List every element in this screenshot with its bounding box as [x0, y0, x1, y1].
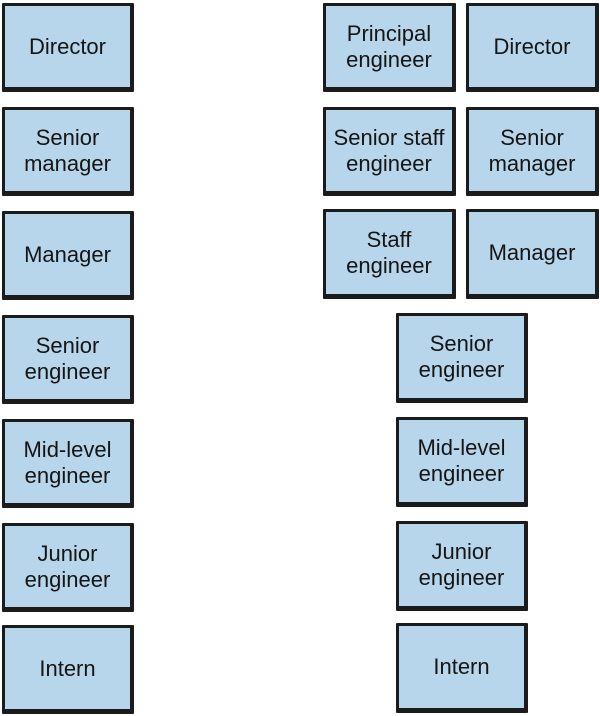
right-ic-senior-staff-engineer: Senior staff engineer	[323, 107, 456, 196]
right-shared-intern: Intern	[396, 623, 528, 713]
right-shared-senior-engineer: Senior engineer	[396, 313, 528, 403]
box-label: Intern	[433, 654, 490, 680]
box-label: Director	[493, 33, 571, 59]
box-label: Senior manager	[24, 124, 111, 176]
box-label: Manager	[488, 240, 576, 266]
box-label: Junior engineer	[418, 539, 505, 590]
left-ladder-director: Director	[2, 3, 134, 92]
box-label: Intern	[39, 655, 96, 681]
left-ladder-mid-level-engineer: Mid-level engineer	[2, 419, 134, 508]
box-label: Senior engineer	[418, 331, 505, 382]
box-label: Senior engineer	[24, 332, 111, 384]
box-label: Senior manager	[488, 124, 576, 176]
right-mgmt-director: Director	[466, 3, 599, 92]
box-label: Manager	[24, 241, 111, 267]
right-mgmt-manager: Manager	[466, 209, 599, 299]
right-mgmt-senior-manager: Senior manager	[466, 107, 599, 196]
left-ladder-senior-engineer: Senior engineer	[2, 315, 134, 404]
box-label: Staff engineer	[346, 227, 432, 278]
left-ladder-manager: Manager	[2, 211, 134, 300]
box-label: Mid-level engineer	[417, 435, 506, 486]
box-label: Principal engineer	[346, 20, 432, 72]
left-ladder-junior-engineer: Junior engineer	[2, 523, 134, 612]
right-ic-principal-engineer: Principal engineer	[323, 3, 456, 92]
box-label: Mid-level engineer	[23, 436, 112, 488]
box-label: Director	[28, 33, 106, 59]
left-ladder-intern: Intern	[2, 625, 134, 714]
right-ic-staff-engineer: Staff engineer	[323, 209, 456, 299]
right-shared-junior-engineer: Junior engineer	[396, 521, 528, 611]
box-label: Senior staff engineer	[333, 124, 445, 176]
left-ladder-senior-manager: Senior manager	[2, 107, 134, 196]
right-shared-mid-level-engineer: Mid-level engineer	[396, 417, 528, 507]
box-label: Junior engineer	[24, 540, 111, 592]
